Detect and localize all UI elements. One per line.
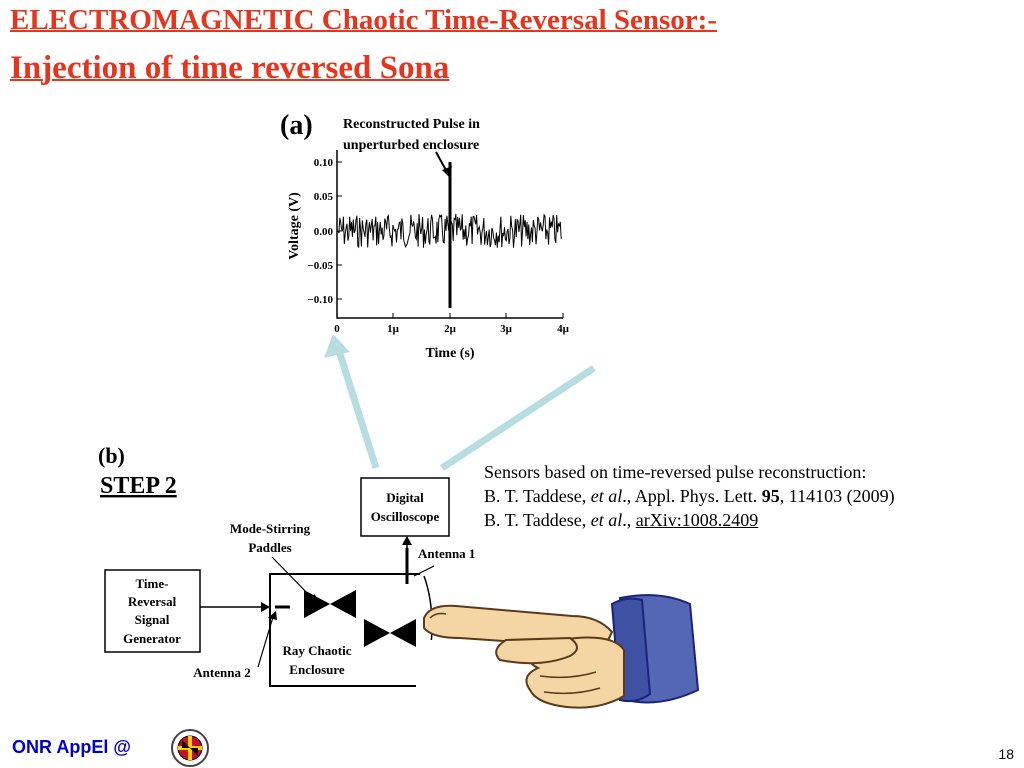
signal-generator-box bbox=[104, 569, 201, 653]
reference-2: B. T. Taddese, et al., arXiv:1008.2409 bbox=[484, 510, 759, 530]
plot-annotation-line-2: unperturbed enclosure bbox=[343, 138, 479, 153]
slide-title-line-1: ELECTROMAGNETIC Chaotic Time-Reversal Se… bbox=[10, 4, 717, 36]
voltage-time-plot: (a) Reconstructed Pulse in unperturbed e… bbox=[280, 110, 570, 361]
reference-intro: Sensors based on time-reversed pulse rec… bbox=[484, 462, 867, 482]
oscilloscope-arrow-head bbox=[402, 536, 412, 545]
hand-crease bbox=[539, 671, 597, 679]
y-tick-label: 0.10 bbox=[314, 157, 334, 169]
y-tick-label: −0.05 bbox=[307, 260, 333, 272]
y-tick-label: 0.05 bbox=[314, 191, 334, 203]
university-seal-logo bbox=[171, 729, 209, 767]
connector-arrows bbox=[324, 334, 596, 471]
generator-arrow-head bbox=[261, 602, 270, 612]
plot-y-axis-label: Voltage (V) bbox=[287, 192, 302, 260]
oscilloscope-label-line-2: Oscilloscope bbox=[371, 509, 440, 524]
connector-arrow-right bbox=[440, 365, 596, 471]
enclosure-label-line-1: Ray Chaotic bbox=[283, 643, 352, 658]
arxiv-link[interactable]: arXiv:1008.2409 bbox=[635, 510, 759, 530]
x-tick-label: 0 bbox=[334, 323, 340, 335]
x-tick-label: 3μ bbox=[500, 323, 513, 335]
mode-stirring-paddle-2 bbox=[364, 619, 416, 647]
enclosure-label-line-2: Enclosure bbox=[289, 662, 345, 677]
connector-arrow-left bbox=[336, 352, 380, 470]
plot-annotation-line-1: Reconstructed Pulse in bbox=[343, 117, 480, 132]
x-tick-label: 4μ bbox=[557, 323, 570, 335]
hand-crease bbox=[543, 687, 601, 695]
slide-title-line-2: Injection of time reversed Sona bbox=[10, 50, 450, 86]
fingernail bbox=[429, 612, 447, 619]
antenna-2-pointer-head bbox=[268, 611, 277, 620]
y-tick-label: 0.00 bbox=[314, 226, 334, 238]
mode-stirring-paddle-1 bbox=[304, 590, 356, 618]
plot-x-axis-label: Time (s) bbox=[425, 346, 474, 361]
oscilloscope-box bbox=[360, 477, 450, 537]
page-number: 18 bbox=[998, 746, 1014, 762]
antenna-2-label: Antenna 2 bbox=[193, 665, 250, 680]
pointing-hand-illustration bbox=[416, 594, 700, 736]
oscilloscope-label-line-1: Digital bbox=[386, 490, 424, 505]
connector-arrow-left-head bbox=[324, 334, 350, 358]
generator-label-line-1: Time- bbox=[136, 576, 169, 591]
diagram-step-label: STEP 2 bbox=[100, 473, 177, 499]
hand-thumb bbox=[495, 636, 578, 665]
x-tick-label: 2μ bbox=[444, 323, 457, 335]
antenna-1-label: Antenna 1 bbox=[418, 546, 475, 561]
chaotic-enclosure-box bbox=[269, 573, 420, 687]
paddles-label-line-1: Mode-Stirring bbox=[230, 521, 311, 536]
generator-label-line-2: Reversal bbox=[128, 594, 177, 609]
antenna-2-pointer bbox=[257, 616, 274, 668]
y-tick-label: −0.10 bbox=[307, 294, 333, 306]
generator-label-line-3: Signal bbox=[135, 612, 170, 627]
diagram-panel-label: (b) bbox=[98, 443, 125, 468]
annotation-arrow-line bbox=[435, 151, 448, 173]
step-2-diagram: (b) STEP 2 Digital Oscilloscope Time- Re… bbox=[98, 443, 475, 687]
paddles-label-line-2: Paddles bbox=[248, 540, 291, 555]
plot-panel-label: (a) bbox=[280, 110, 313, 141]
antenna-1-pointer bbox=[413, 565, 435, 577]
generator-label-line-4: Generator bbox=[123, 631, 181, 646]
references-block: Sensors based on time-reversed pulse rec… bbox=[484, 460, 895, 532]
x-tick-label: 1μ bbox=[387, 323, 400, 335]
footer-label: ONR AppEl @ bbox=[12, 737, 131, 757]
reference-1: B. T. Taddese, et al., Appl. Phys. Lett.… bbox=[484, 486, 895, 506]
